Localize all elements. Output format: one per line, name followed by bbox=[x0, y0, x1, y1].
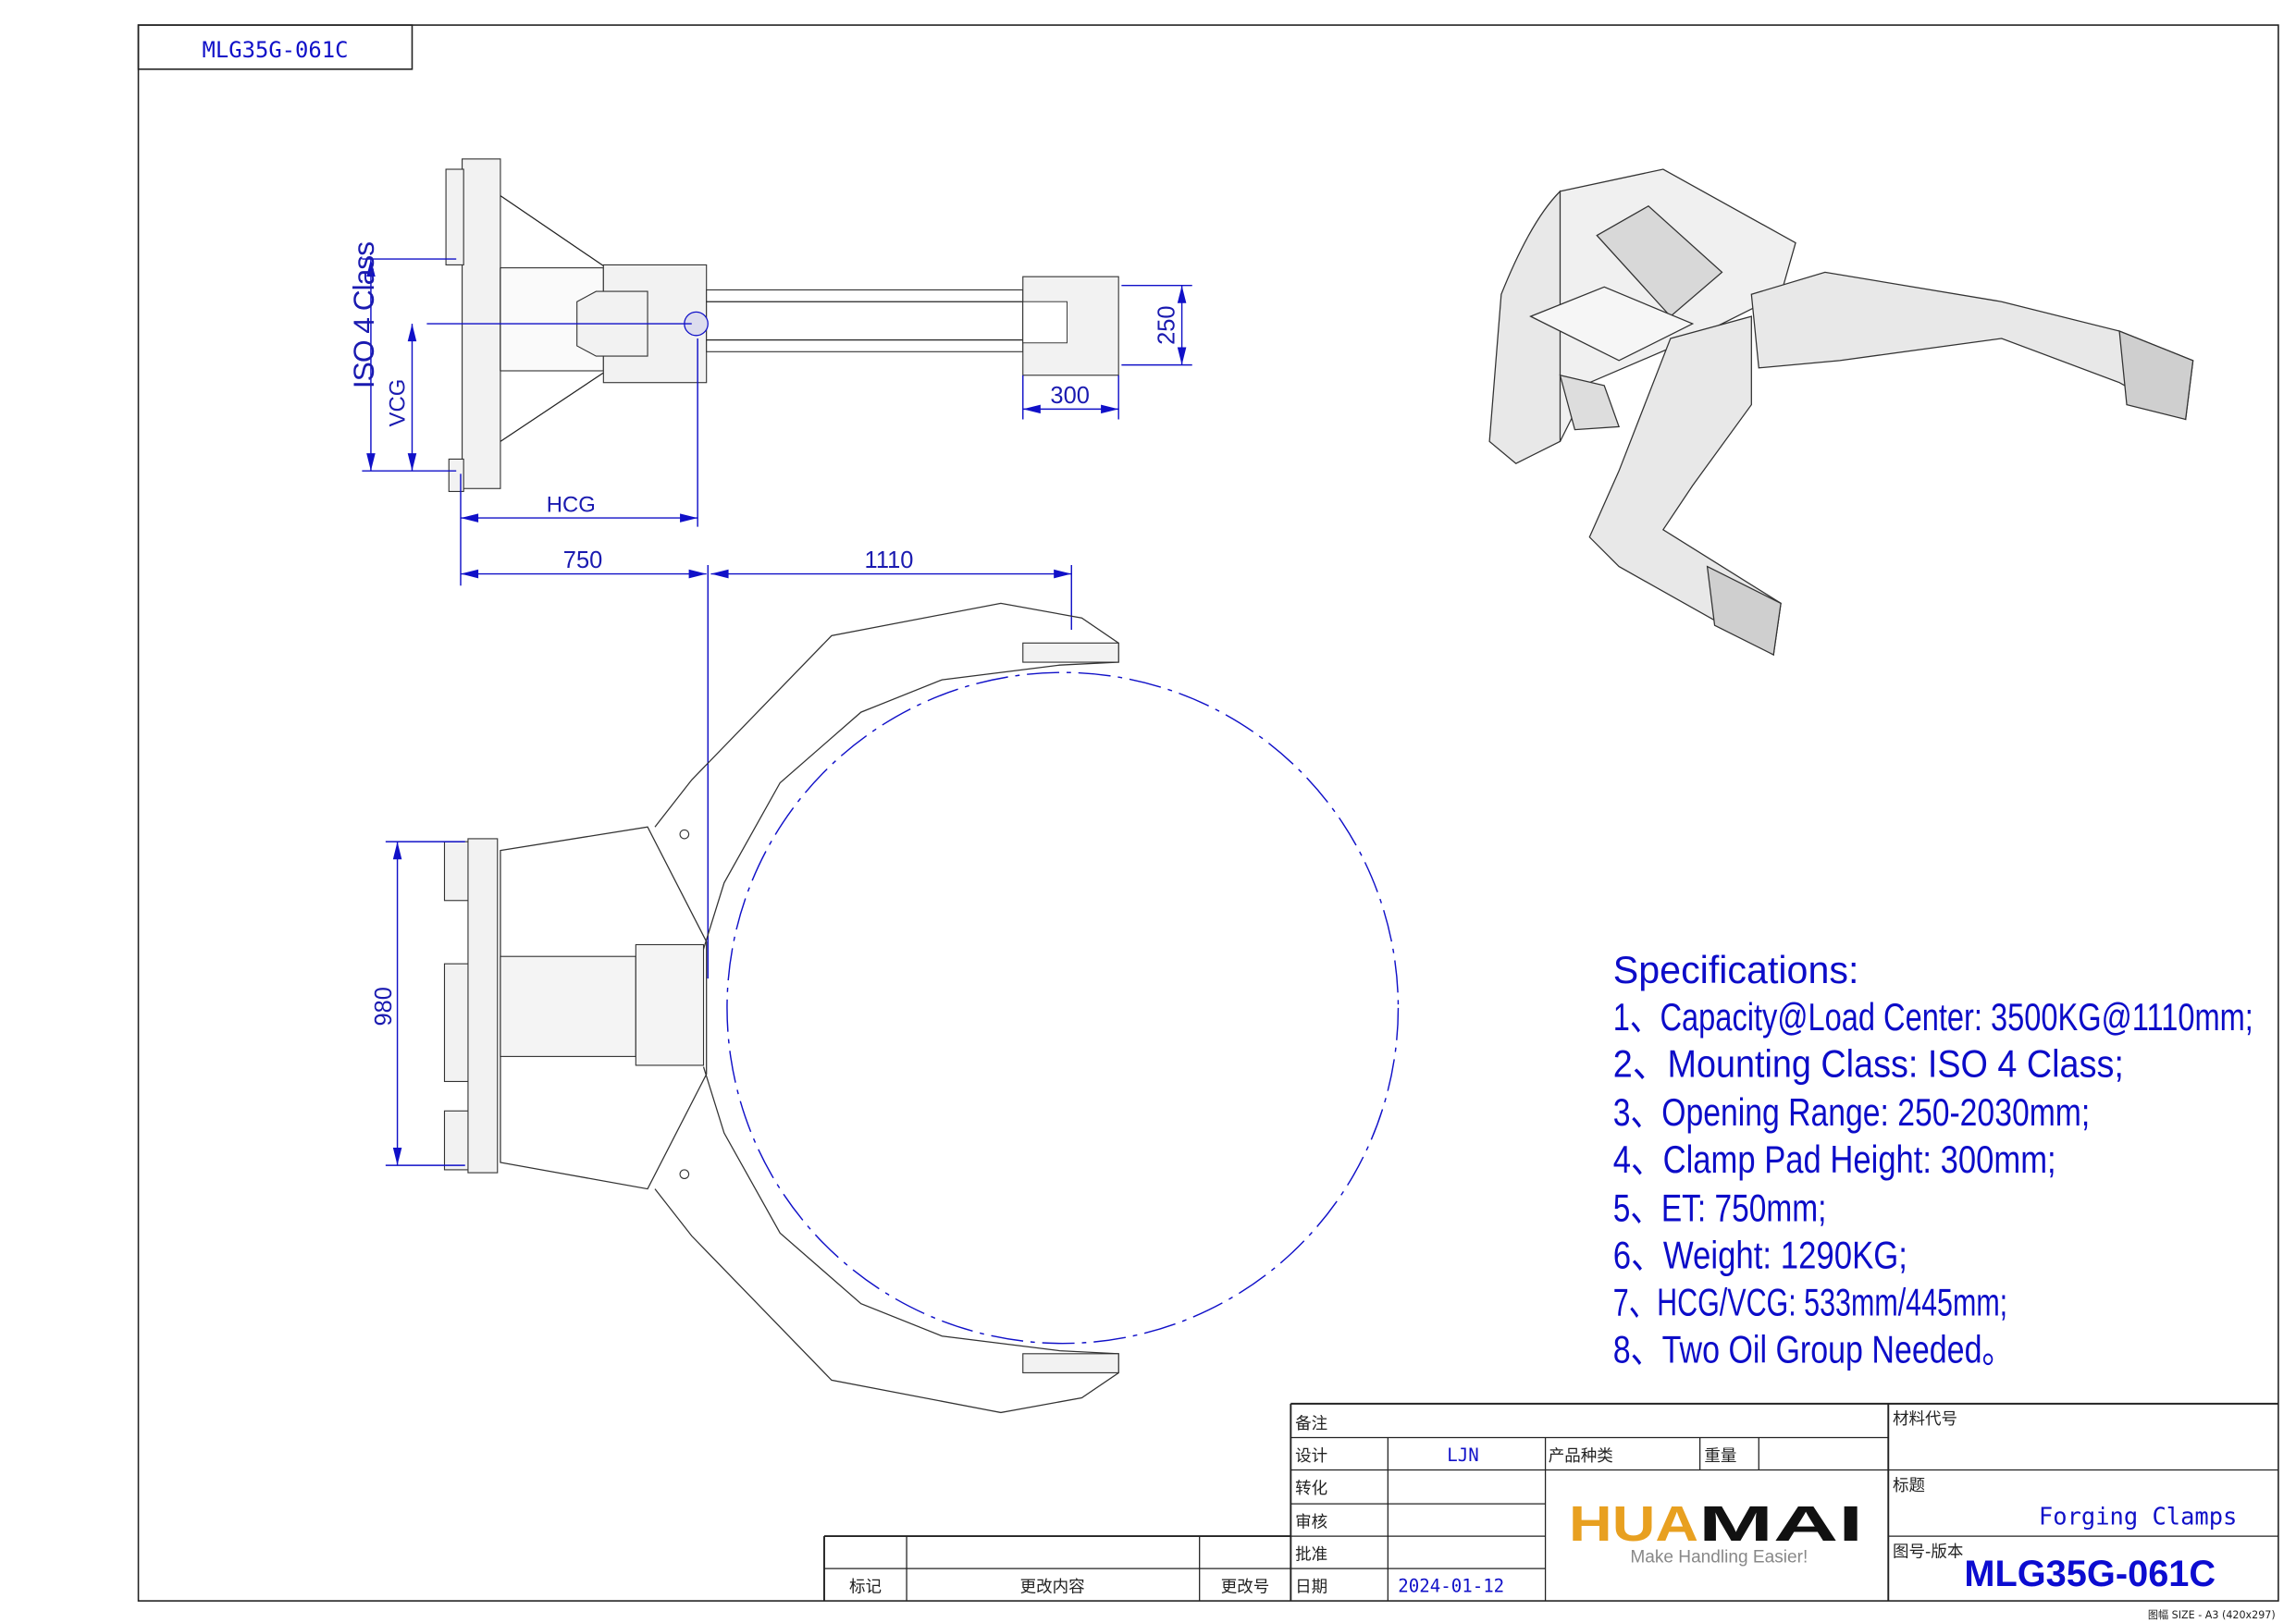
sheet-frame bbox=[137, 24, 2279, 1602]
code-box bbox=[137, 24, 414, 70]
designer: LJN bbox=[1447, 1445, 1478, 1466]
side-view-dimensions: ISO 4 Class VCG HCG 750 1110 250 300 bbox=[347, 241, 1192, 979]
code-box-text: MLG35G-061C bbox=[203, 37, 349, 63]
mount-height-dimension: 980 bbox=[371, 987, 397, 1026]
drawing-title: Forging Clamps bbox=[2039, 1503, 2237, 1531]
date-value: 2024-01-12 bbox=[1398, 1576, 1504, 1597]
title-block-text: 备注 设计 LJN 产品种类 重量 转化 审核 批准 日期 2024-01-12… bbox=[849, 1410, 2276, 1621]
date-label: 日期 bbox=[1295, 1579, 1327, 1597]
drawing-number: MLG35G-061C bbox=[1964, 1554, 2216, 1594]
change-no-label: 更改号 bbox=[1221, 1579, 1270, 1597]
load-center-dimension: 1110 bbox=[865, 547, 914, 573]
top-view bbox=[443, 602, 1400, 1414]
side-view bbox=[445, 158, 1119, 493]
sheet-size-note: 图幅 SIZE - A3 (420x297) bbox=[2148, 1609, 2276, 1621]
remarks-label: 备注 bbox=[1295, 1415, 1327, 1433]
upper-clamp-arm bbox=[654, 602, 1119, 950]
drawing-no-label: 图号-版本 bbox=[1893, 1543, 1963, 1561]
et-dimension: 750 bbox=[563, 547, 602, 573]
pad-width-dimension: 300 bbox=[1050, 383, 1089, 409]
iso-class-label: ISO 4 Class bbox=[347, 241, 380, 388]
spec-item: 7、HCG/VCG: 533mm/445mm; bbox=[1613, 1281, 2007, 1323]
isometric-view bbox=[1488, 168, 2194, 657]
specifications: Specifications: 1、Capacity@Load Center: … bbox=[1613, 949, 2253, 1371]
pad-height-dimension: 250 bbox=[1154, 305, 1180, 344]
hcg-label: HCG bbox=[547, 493, 596, 518]
spec-item: 4、Clamp Pad Height: 300mm; bbox=[1613, 1138, 2056, 1181]
vcg-label: VCG bbox=[386, 379, 411, 427]
product-type-label: 产品种类 bbox=[1549, 1447, 1613, 1466]
approve-label: 批准 bbox=[1295, 1546, 1327, 1565]
title-label: 标题 bbox=[1893, 1477, 1925, 1495]
spec-item: 8、Two Oil Group Needed。 bbox=[1613, 1328, 2014, 1371]
lower-clamp-arm bbox=[654, 1066, 1119, 1414]
spec-item: 1、Capacity@Load Center: 3500KG@1110mm; bbox=[1613, 996, 2253, 1039]
review-label: 审核 bbox=[1295, 1514, 1327, 1532]
logo-slogan: Make Handling Easier! bbox=[1630, 1548, 1808, 1568]
material-code-label: 材料代号 bbox=[1893, 1410, 1957, 1429]
spec-item: 2、Mounting Class: ISO 4 Class; bbox=[1613, 1043, 2124, 1086]
weight-label: 重量 bbox=[1704, 1447, 1736, 1466]
convert-label: 转化 bbox=[1295, 1480, 1327, 1498]
huamai-logo: HUA MAI Make Handling Easier! bbox=[1569, 1496, 1863, 1568]
specifications-title: Specifications: bbox=[1613, 949, 1859, 991]
mark-label: 标记 bbox=[849, 1579, 882, 1597]
spec-item: 6、Weight: 1290KG; bbox=[1613, 1235, 1907, 1277]
spec-item: 5、ET: 750mm; bbox=[1613, 1187, 1827, 1230]
design-label: 设计 bbox=[1295, 1447, 1327, 1466]
load-circle bbox=[726, 671, 1400, 1345]
logo-text-hua: HUA bbox=[1569, 1496, 1698, 1552]
spec-item: 3、Opening Range: 250-2030mm; bbox=[1613, 1091, 2090, 1134]
title-block bbox=[823, 1402, 2278, 1602]
change-content-label: 更改内容 bbox=[1020, 1579, 1085, 1597]
mount-height-dimension-group: 980 bbox=[371, 841, 465, 1166]
logo-text-mai: MAI bbox=[1698, 1496, 1863, 1552]
